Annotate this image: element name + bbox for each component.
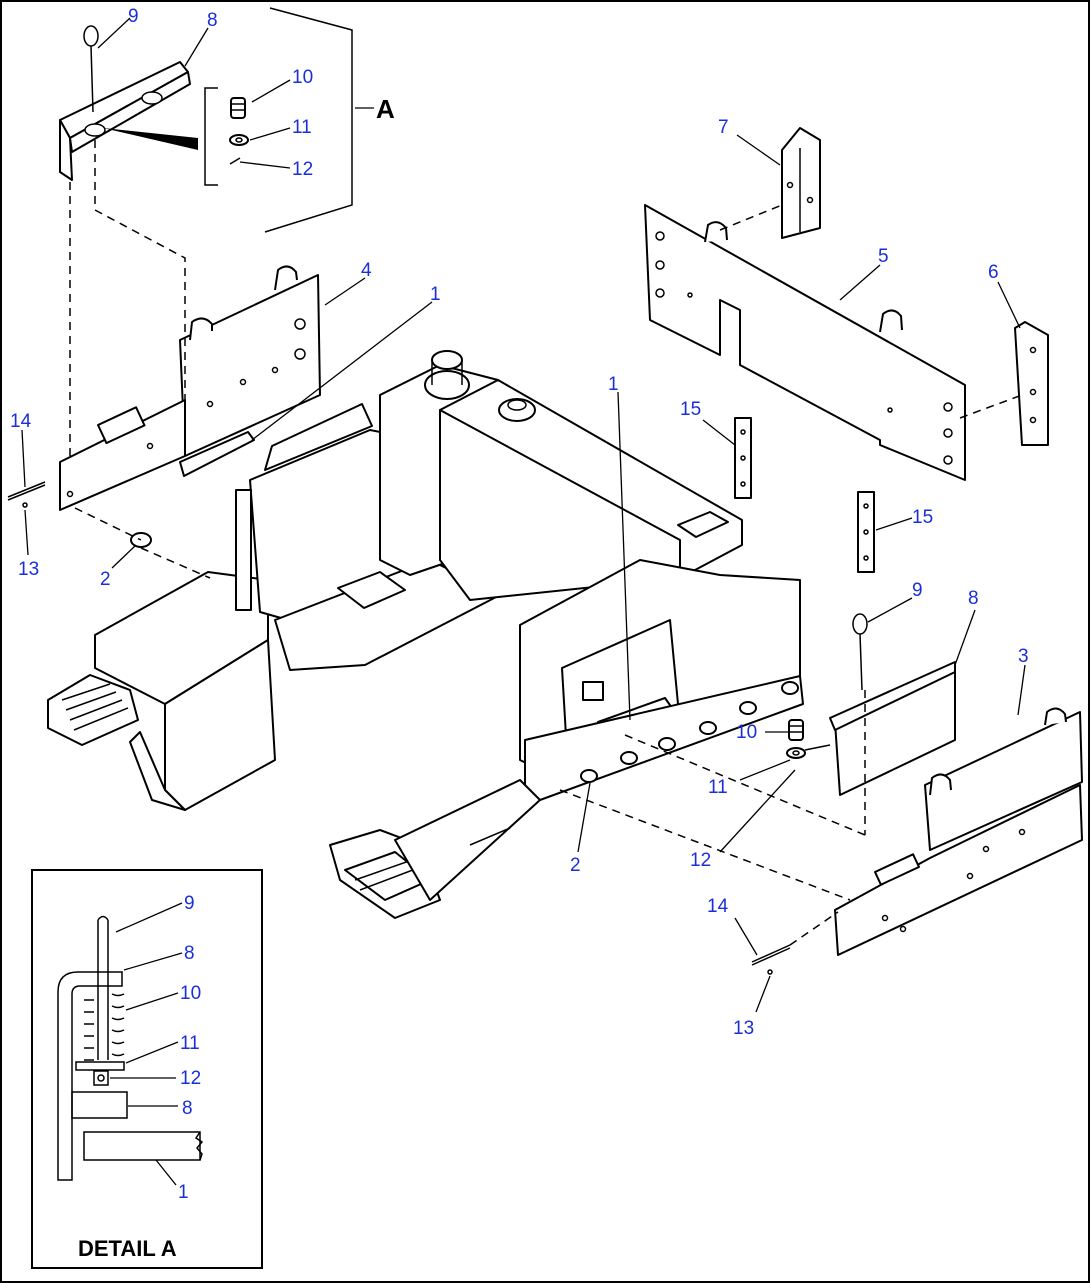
assembly-dashed-lines: [69, 140, 1023, 946]
callout-2-right: 2: [570, 855, 581, 876]
callout-10-top: 10: [292, 67, 313, 88]
view-a-bracket: [204, 87, 218, 186]
detail-callout-12: 12: [180, 1068, 201, 1089]
callout-6: 6: [988, 262, 999, 283]
callout-leaders: [21, 17, 1026, 1013]
detail-callout-10: 10: [180, 983, 201, 1004]
detail-callout-11: 11: [180, 1033, 200, 1054]
detail-callout-8-upper: 8: [184, 943, 195, 964]
callout-1-left: 1: [430, 284, 441, 305]
part-5-main-plate: [644, 204, 966, 481]
part-10-top-spring: [230, 97, 246, 119]
part-15-lower-strip: [857, 491, 875, 573]
callout-4: 4: [361, 260, 372, 281]
callout-5: 5: [878, 246, 889, 267]
callout-14-right: 14: [707, 896, 729, 917]
callout-12-right: 12: [690, 850, 711, 871]
callout-10-right: 10: [736, 722, 757, 743]
part-4-lower-plate: [59, 399, 186, 511]
callout-13-left: 13: [18, 559, 39, 580]
callout-15-upper: 15: [680, 399, 701, 420]
view-a-wedge: [103, 128, 198, 150]
part-14-left-pin: [7, 481, 46, 501]
callout-2-left: 2: [100, 569, 111, 590]
callout-9-top: 9: [128, 6, 139, 27]
part-15-upper-strip: [734, 417, 752, 499]
part-13-right-clip: [767, 969, 773, 975]
view-a-boundary: [264, 7, 353, 233]
callout-3: 3: [1018, 646, 1029, 667]
callout-8-right: 8: [968, 588, 979, 609]
callout-7: 7: [718, 117, 729, 138]
part-11-right-washer: [786, 747, 806, 759]
callout-14-left: 14: [10, 411, 32, 432]
callout-13-right: 13: [733, 1018, 754, 1039]
part-7-bracket: [781, 127, 821, 239]
callout-9-right: 9: [912, 580, 923, 601]
part-12-top-cotter: [229, 157, 241, 165]
callout-8-top: 8: [207, 10, 218, 31]
detail-a-inset: 9 8 10 11 12 8 1 DETAIL A: [31, 869, 263, 1269]
part-3-plate: [834, 707, 1083, 956]
part-11-top-washer: [229, 134, 249, 146]
part-8-top-plate: [59, 61, 191, 181]
callout-labels: 9 8 10 11 12 A 4 1 14 13 2 7 5 6 15 15 1…: [10, 6, 1029, 1039]
part-13-left-clip: [22, 502, 28, 508]
main-frame: [47, 350, 804, 919]
callout-1-mid: 1: [608, 374, 619, 395]
part-9-right-eye-pin: [852, 613, 868, 691]
part-9-top-eye-pin: [83, 25, 99, 113]
detail-callout-9: 9: [184, 893, 195, 914]
view-marker-a: A: [376, 94, 395, 124]
detail-callout-8-lower: 8: [182, 1098, 193, 1119]
part-10-right-spring: [788, 719, 804, 741]
part-14-right-pin: [751, 944, 791, 966]
part-4-upper-plate: [179, 265, 321, 457]
part-1-left-bracket: [179, 431, 255, 477]
detail-callout-1: 1: [178, 1182, 189, 1203]
detail-title: DETAIL A: [78, 1236, 177, 1261]
callout-11-top: 11: [292, 117, 312, 138]
callout-11-right: 11: [708, 777, 728, 798]
part-6-bracket: [1014, 321, 1049, 446]
callout-12-top: 12: [292, 159, 313, 180]
callout-15-lower: 15: [912, 507, 933, 528]
